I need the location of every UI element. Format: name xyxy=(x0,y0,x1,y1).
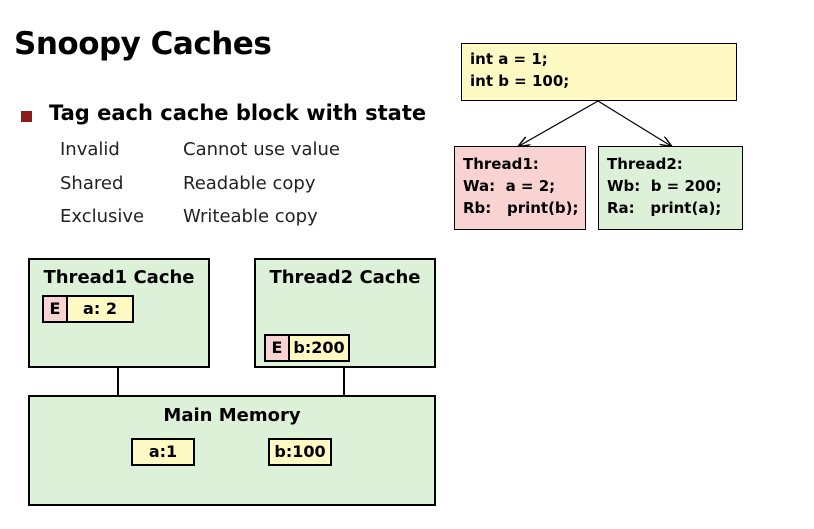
thread2-code-read: Ra: print(a); xyxy=(607,199,722,217)
thread1-cache-value: a: 2 xyxy=(66,295,134,323)
main-memory-title: Main Memory xyxy=(163,405,301,426)
main-memory: Main Memory a:1 b:100 xyxy=(28,395,436,506)
state-name-invalid: Invalid xyxy=(60,139,120,160)
bullet-marker xyxy=(21,111,32,122)
code-line-b: int b = 100; xyxy=(470,72,570,90)
code-line-a: int a = 1; xyxy=(470,50,548,68)
state-name-shared: Shared xyxy=(60,173,124,194)
bullet-text: Tag each cache block with state xyxy=(49,101,427,125)
arrow-to-thread2 xyxy=(597,100,671,146)
state-desc-invalid: Cannot use value xyxy=(183,139,340,160)
state-desc-exclusive: Writeable copy xyxy=(183,206,318,227)
thread1-cache-state-tag: E xyxy=(42,295,68,323)
thread2-cache-state-tag: E xyxy=(264,334,290,362)
state-name-exclusive: Exclusive xyxy=(60,206,145,227)
thread2-cache-value: b:200 xyxy=(288,334,350,362)
thread1-cache: Thread1 Cache E a: 2 xyxy=(28,258,210,368)
page-title: Snoopy Caches xyxy=(14,26,272,62)
thread2-code-box: Thread2: Wb: b = 200; Ra: print(a); xyxy=(598,146,743,230)
thread1-code-box: Thread1: Wa: a = 2; Rb: print(b); xyxy=(454,146,586,230)
thread1-code-write: Wa: a = 2; xyxy=(463,177,556,195)
state-desc-shared: Readable copy xyxy=(183,173,316,194)
thread2-cache: Thread2 Cache E b:200 xyxy=(254,258,436,368)
thread1-code-header: Thread1: xyxy=(463,155,539,173)
thread1-cache-title: Thread1 Cache xyxy=(43,267,195,288)
globals-code-box: int a = 1; int b = 100; xyxy=(461,43,737,101)
thread1-code-read: Rb: print(b); xyxy=(463,199,579,217)
memory-cell-a: a:1 xyxy=(131,438,195,466)
thread2-cache-title: Thread2 Cache xyxy=(269,267,421,288)
memory-cell-b: b:100 xyxy=(268,438,332,466)
thread2-code-write: Wb: b = 200; xyxy=(607,177,722,195)
thread2-code-header: Thread2: xyxy=(607,155,683,173)
arrow-to-thread1 xyxy=(519,100,599,146)
